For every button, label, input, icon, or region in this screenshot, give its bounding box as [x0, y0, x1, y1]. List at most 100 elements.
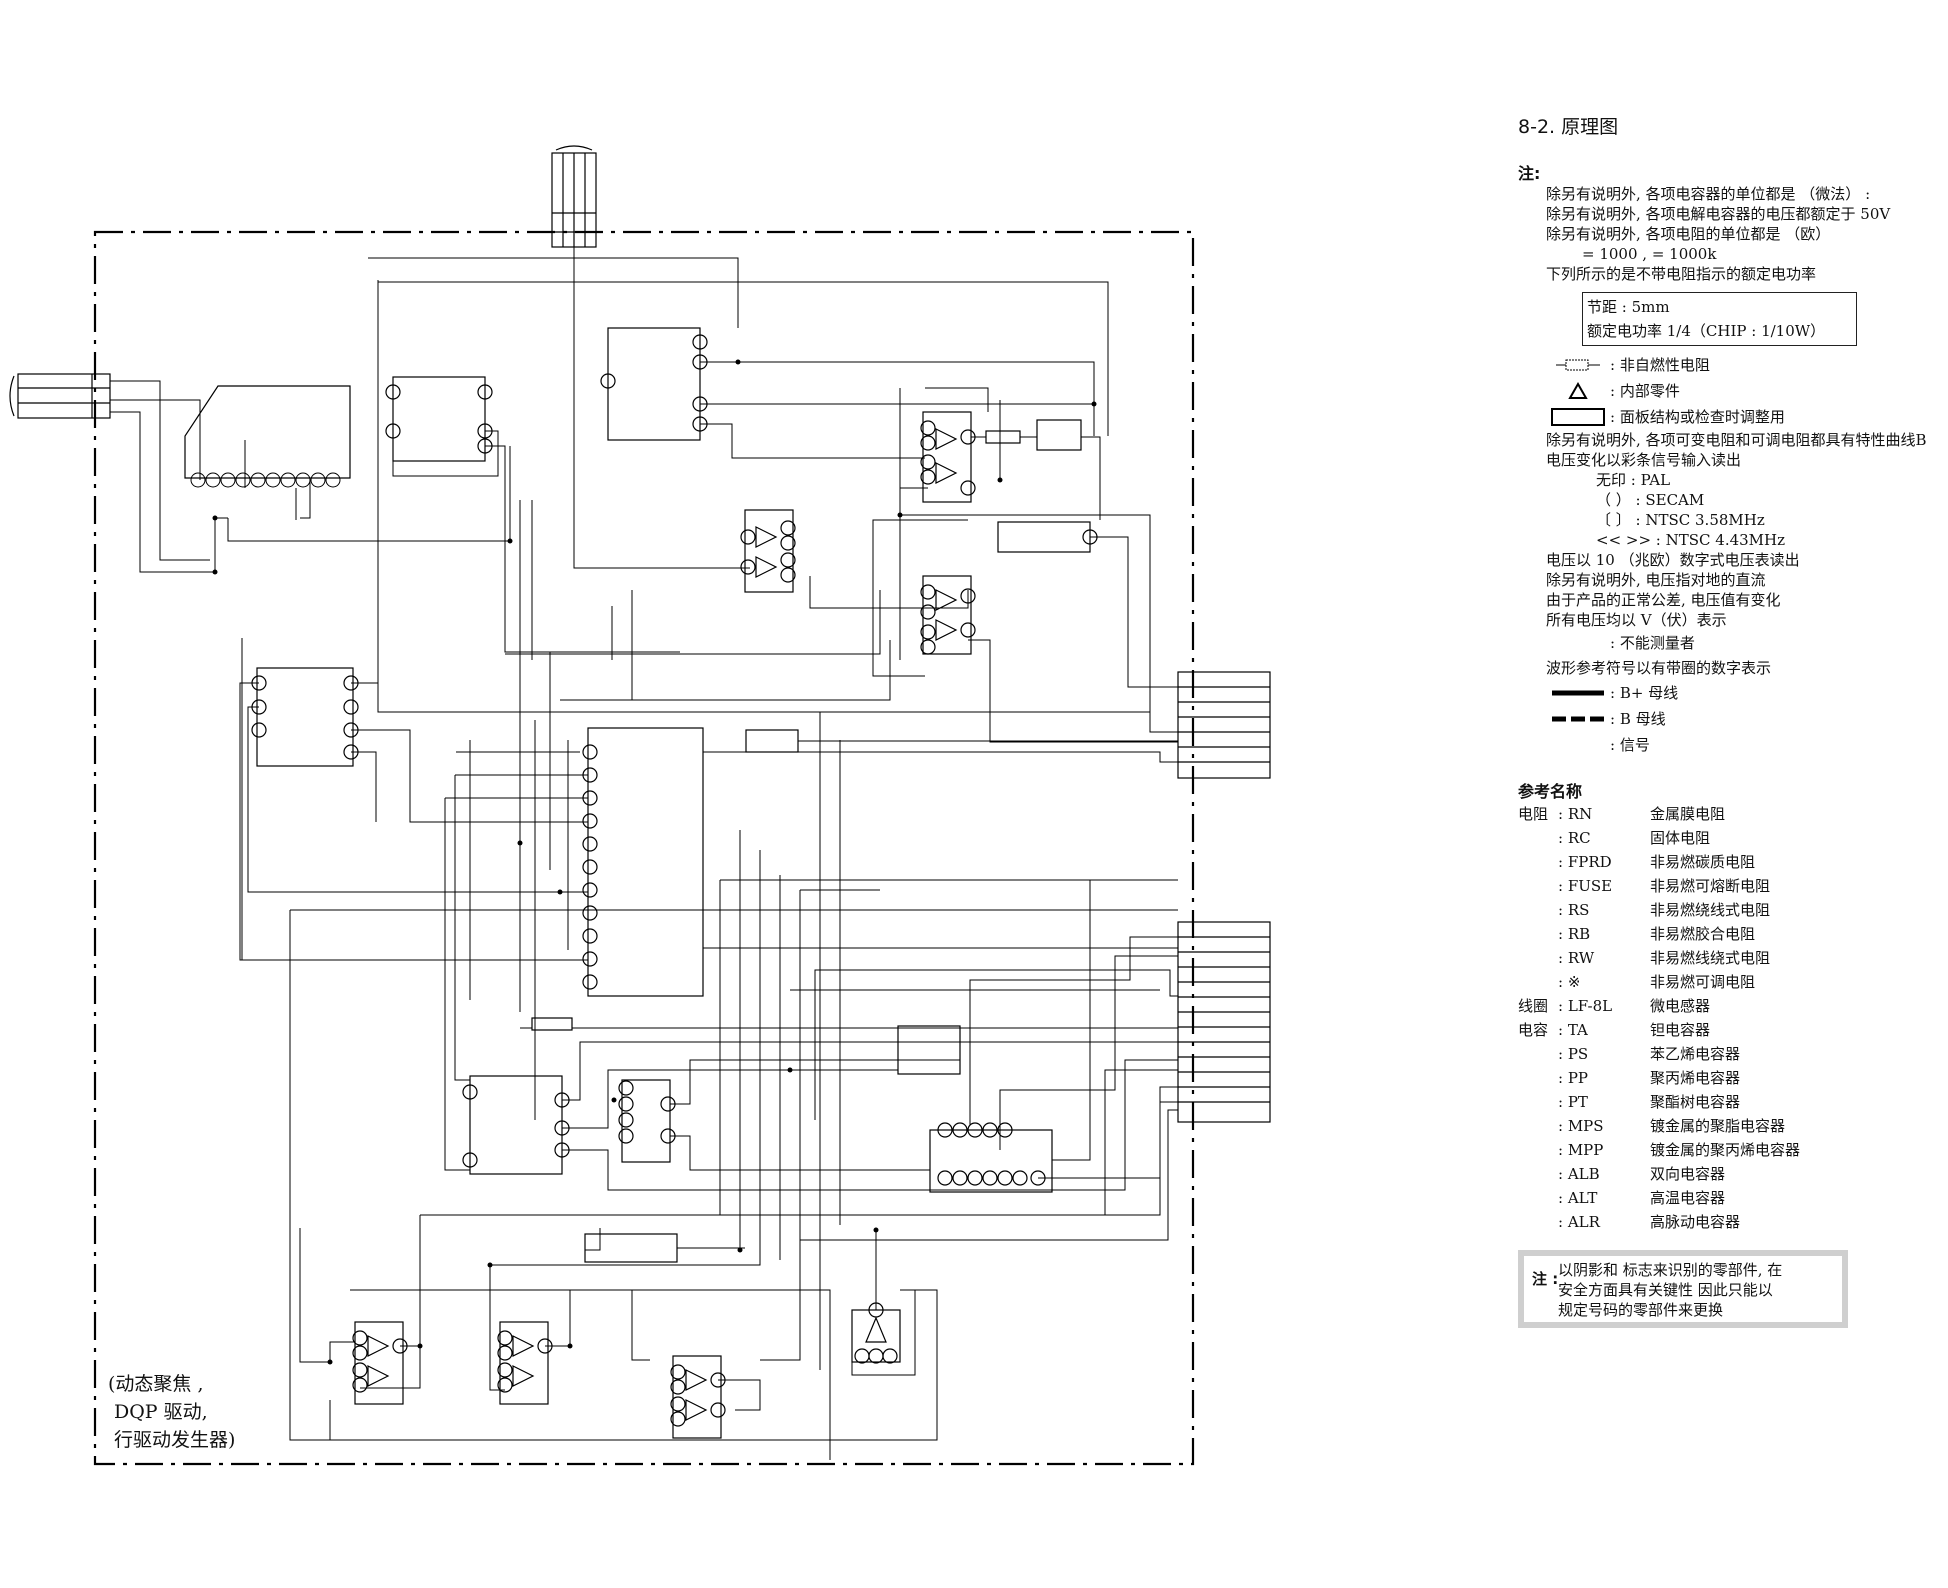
- resistor-1: [745, 729, 799, 753]
- reference-desc: 镀金属的聚丙烯电容器: [1650, 1141, 1801, 1159]
- reference-category: [1518, 1138, 1558, 1162]
- ic-main: [582, 727, 704, 997]
- legend-row: : 内部零件: [1518, 378, 1943, 404]
- ic-block-e: [618, 1079, 676, 1163]
- board-caption: (动态聚焦 , DQP 驱动, 行驱动发生器): [108, 1370, 235, 1454]
- warning-label: 注 :: [1532, 1270, 1559, 1288]
- reference-category: [1518, 1114, 1558, 1138]
- note-line: 除另有说明外, 各项电容器的单位都是 （微法） :: [1546, 185, 1871, 203]
- opamp-cluster-1: [740, 509, 796, 593]
- power-spec-box: 节距 : 5mm 额定电功率 1/4（CHIP : 1/10W）: [1582, 292, 1857, 346]
- note-line: 电压变化以彩条信号输入读出: [1546, 451, 1742, 469]
- reference-desc: 非易燃胶合电阻: [1650, 925, 1756, 943]
- reference-row: : MPP 镀金属的聚丙烯电容器: [1518, 1138, 1800, 1162]
- note-line: 电压以 10 （兆欧）数字式电压表读出: [1546, 551, 1800, 569]
- rectangle-icon: [1546, 408, 1610, 426]
- reference-category: 线圈: [1518, 997, 1549, 1015]
- reference-code: : FUSE: [1558, 877, 1613, 895]
- legend-text: : 非自燃性电阻: [1610, 356, 1710, 374]
- warning-line: 规定号码的零部件来更换: [1558, 1301, 1724, 1319]
- reference-desc: 非易燃线绕式电阻: [1650, 949, 1771, 967]
- note-line: 除另有说明外, 各项电解电容器的电压都额定于 50V: [1546, 205, 1891, 223]
- regulator-triangle: [851, 1302, 901, 1364]
- reference-category: [1518, 946, 1558, 970]
- notes-panel: 注: 除另有说明外, 各项电容器的单位都是 （微法） : 除另有说明外, 各项电…: [1518, 160, 1943, 758]
- legend-text: : 面板结构或检查时调整用: [1610, 408, 1785, 426]
- reference-desc: 双向电容器: [1650, 1165, 1726, 1183]
- ic-block-a: [385, 376, 493, 462]
- reference-row: 线圈 : LF-8L 微电感器: [1518, 994, 1800, 1018]
- b-minus-line-icon: [1546, 714, 1610, 724]
- caption-line: 行驱动发生器): [114, 1429, 236, 1451]
- reference-code: : LF-8L: [1558, 997, 1613, 1015]
- reference-code: : ※: [1558, 973, 1581, 991]
- reference-category: [1518, 850, 1558, 874]
- opamp-cluster-2: [920, 411, 976, 503]
- bus-legend-row: : 信号: [1518, 732, 1943, 758]
- caption-line: DQP 驱动,: [114, 1401, 208, 1423]
- opamp-cluster-4: [352, 1321, 408, 1405]
- legend-text: : 内部零件: [1610, 382, 1680, 400]
- reference-row: : FUSE 非易燃可熔断电阻: [1518, 874, 1800, 898]
- ic-block-c: [251, 667, 359, 767]
- component-upper-right: [997, 521, 1091, 553]
- opamp-cluster-3: [920, 575, 976, 655]
- reference-category: [1518, 826, 1558, 850]
- reference-code: : RS: [1558, 901, 1590, 919]
- reference-code: : MPP: [1558, 1141, 1604, 1159]
- top-connector: [551, 145, 597, 248]
- note-line: 除另有说明外, 各项电阻的单位都是 （欧）: [1546, 225, 1831, 243]
- ic-block-f: [929, 1122, 1053, 1193]
- reference-code: : TA: [1558, 1021, 1588, 1039]
- bus-legend-row: : B 母线: [1518, 706, 1943, 732]
- ic-block-g: [897, 1025, 961, 1075]
- reference-desc: 聚丙烯电容器: [1650, 1069, 1741, 1087]
- b-plus-line-icon: [1546, 688, 1610, 698]
- waveform-note: 波形参考符号以有带圈的数字表示: [1546, 659, 1772, 677]
- legend-row: : 面板结构或检查时调整用: [1518, 404, 1943, 430]
- reference-desc: 非易燃碳质电阻: [1650, 853, 1756, 871]
- reference-category: [1518, 1090, 1558, 1114]
- right-connector-upper: [1177, 671, 1271, 779]
- reference-category: [1518, 1066, 1558, 1090]
- bus-legend-row: : B+ 母线: [1518, 680, 1943, 706]
- reference-category: [1518, 970, 1558, 994]
- spec-power: 额定电功率 1/4（CHIP : 1/10W）: [1587, 322, 1826, 340]
- reference-row: : RB 非易燃胶合电阻: [1518, 922, 1800, 946]
- schematic-diagram: [9, 145, 1271, 1466]
- signal-format: （ ） : SECAM: [1596, 491, 1705, 509]
- reference-desc: 金属膜电阻: [1650, 805, 1726, 823]
- ic-block-b: [600, 327, 708, 441]
- legend-text: : B 母线: [1610, 710, 1666, 728]
- reference-desc: 非易燃可熔断电阻: [1650, 877, 1771, 895]
- opamp-cluster-5: [497, 1321, 553, 1405]
- legend-text: : 信号: [1610, 736, 1650, 754]
- note-line: 由于产品的正常公差, 电压值有变化: [1546, 591, 1781, 609]
- spec-pitch: 节距 : 5mm: [1587, 298, 1670, 316]
- reference-code: : PP: [1558, 1069, 1589, 1087]
- reference-desc: 微电感器: [1650, 997, 1711, 1015]
- reference-code: : RW: [1558, 949, 1595, 967]
- reference-code: : RC: [1558, 829, 1591, 847]
- note-line: = 1000 , = 1000k: [1582, 245, 1717, 263]
- reference-row: : ALB 双向电容器: [1518, 1162, 1800, 1186]
- reference-code: : RB: [1558, 925, 1591, 943]
- note-line: 除另有说明外, 电压指对地的直流: [1546, 571, 1766, 589]
- signal-format: << >> : NTSC 4.43MHz: [1596, 531, 1786, 549]
- reference-header: 参考名称: [1518, 782, 1583, 801]
- reference-code: : ALB: [1558, 1165, 1600, 1183]
- resistor-2: [584, 1233, 678, 1263]
- reference-desc: 苯乙烯电容器: [1650, 1045, 1741, 1063]
- reference-category: [1518, 1042, 1558, 1066]
- resistor-4: [985, 430, 1021, 444]
- reference-desc: 钽电容器: [1650, 1021, 1711, 1039]
- reference-category: 电阻: [1518, 805, 1549, 823]
- module-hybrid: [184, 385, 351, 488]
